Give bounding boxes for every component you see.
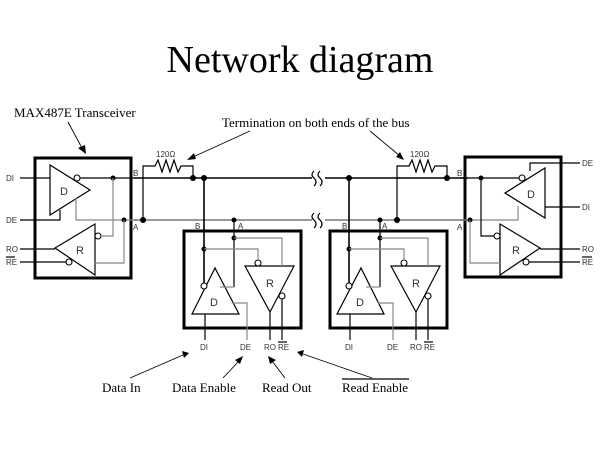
svg-text:DI: DI [200,343,208,352]
svg-text:RE: RE [278,343,289,352]
svg-text:R: R [412,278,420,290]
svg-text:D: D [210,297,218,309]
svg-text:DE: DE [582,159,593,168]
pin-ro: RO [6,245,18,254]
svg-text:A: A [382,222,388,231]
svg-text:R: R [266,278,274,290]
resistor-label-left: 120Ω [156,150,175,159]
svg-text:R: R [512,245,520,257]
termination-arrow-right [369,130,404,160]
termination-resistor-left: 120Ω [140,150,196,223]
termination-resistor-right: 120Ω [394,150,450,223]
svg-text:D: D [527,189,535,201]
pin-de: DE [6,216,17,225]
receiver-gate [53,222,96,277]
svg-text:B: B [342,222,347,231]
svg-text:A: A [238,222,244,231]
bus-break-symbol [311,170,323,229]
pin-di: DI [6,174,14,183]
transceiver-label: MAX487E Transceiver [14,105,136,120]
termination-arrow-left [187,130,251,160]
pin-re: RE [6,258,17,267]
svg-text:DE: DE [240,343,251,352]
receiver-gate [389,265,441,314]
page-title: Network diagram [167,39,434,81]
svg-text:DI: DI [345,343,353,352]
svg-text:B: B [195,222,200,231]
data-enable-label: Data Enable [172,380,236,395]
svg-text:D: D [356,297,364,309]
svg-text:DE: DE [387,343,398,352]
svg-text:A: A [457,223,463,232]
svg-text:RO: RO [410,343,422,352]
svg-text:RO: RO [582,245,594,254]
data-in-label: Data In [102,380,141,395]
svg-text:R: R [76,245,84,257]
svg-text:RO: RO [264,343,276,352]
read-out-arrow [268,356,286,379]
transceiver-left: B A DI D DE R RO RE [6,156,139,280]
driver-gate [336,266,385,315]
driver-gate [191,266,240,315]
svg-text:D: D [60,186,68,198]
resistor-label-right: 120Ω [410,150,429,159]
svg-text:B: B [457,169,462,178]
read-enable-arrow [297,350,373,379]
transceiver-mid-1: B A D R DI DE RO RE [182,175,303,352]
driver-gate [49,163,92,217]
receiver-gate [243,265,295,314]
data-enable-arrow [222,356,243,379]
read-out-label: Read Out [262,380,312,395]
svg-text:RE: RE [424,343,435,352]
pin-label-b: B [133,169,138,178]
driver-gate [503,166,546,220]
svg-text:DI: DI [582,203,590,212]
pin-label-a: A [133,223,139,232]
svg-text:RE: RE [582,258,593,267]
data-in-arrow [129,351,189,379]
transceiver-mid-2: B A D R DI DE RO RE [328,175,449,352]
transceiver-arrow [67,121,86,154]
transceiver-right: B A D R DE DI RO RE [457,155,594,279]
receiver-gate [499,222,542,277]
read-enable-label: Read Enable [342,380,408,395]
termination-label: Termination on both ends of the bus [222,115,410,130]
